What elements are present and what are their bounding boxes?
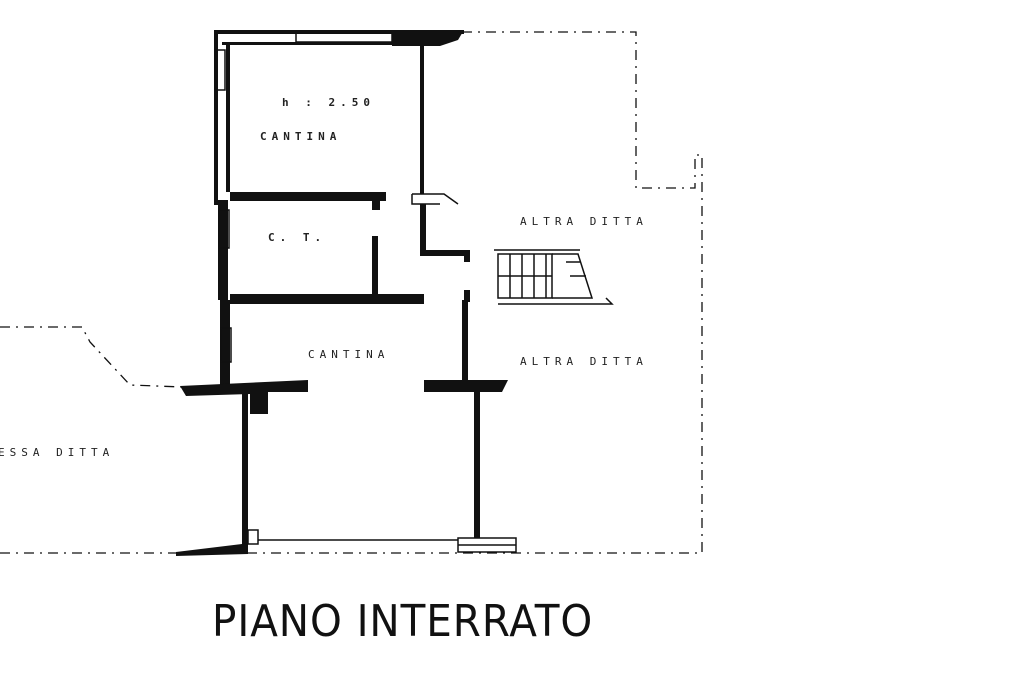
window-left-3 — [220, 327, 232, 363]
wall-left-lower — [220, 300, 230, 386]
wall-top-inner — [222, 42, 422, 45]
room-label-altra-ditta-upper: ALTRA DITTA — [520, 215, 648, 228]
wall-top-corner — [392, 30, 464, 46]
wall-right-upper — [420, 44, 424, 194]
wall-ct-right — [372, 236, 378, 298]
stair-base — [498, 297, 614, 305]
door-cantina — [411, 193, 459, 205]
room-label-cantina-top: CANTINA — [260, 130, 342, 143]
wall-left-top — [214, 30, 218, 205]
plan-title: PIANO INTERRATO — [212, 596, 594, 647]
wall-ct-bottom — [230, 294, 424, 304]
room-label-cantina-main: CANTINA — [308, 348, 390, 361]
wall-central-stub — [464, 290, 470, 302]
wall-central — [462, 300, 468, 382]
wall-right-step — [420, 250, 470, 262]
wall-central-lower — [474, 392, 480, 538]
room-label-altra-ditta-lower: ALTRA DITTA — [520, 355, 648, 368]
boundary-dashed-right — [180, 31, 703, 554]
wall-left-top-inner — [226, 42, 230, 192]
wall-lower-cap — [180, 380, 308, 414]
wall-cantina-ct — [230, 192, 386, 201]
wall-cantina-ct-stub — [372, 198, 380, 210]
wall-lower-left — [242, 394, 248, 544]
room-label-ct: C. T. — [268, 231, 327, 244]
wall-top — [214, 30, 464, 34]
wall-bottom-left-foot — [176, 544, 248, 556]
boundary-dashed-left — [0, 326, 183, 388]
stair-flight — [552, 253, 594, 299]
window-left-2 — [218, 209, 230, 249]
room-height-label: h : 2.50 — [282, 96, 375, 109]
room-label-stessa-ditta: ESSA DITTA — [0, 446, 115, 459]
wall-right-stub — [420, 204, 426, 254]
window-left-1 — [214, 49, 226, 91]
wall-central-cap — [424, 380, 508, 392]
window-top — [295, 32, 393, 43]
wall-bottom-sill — [247, 529, 259, 545]
wall-left-mid — [218, 200, 228, 300]
